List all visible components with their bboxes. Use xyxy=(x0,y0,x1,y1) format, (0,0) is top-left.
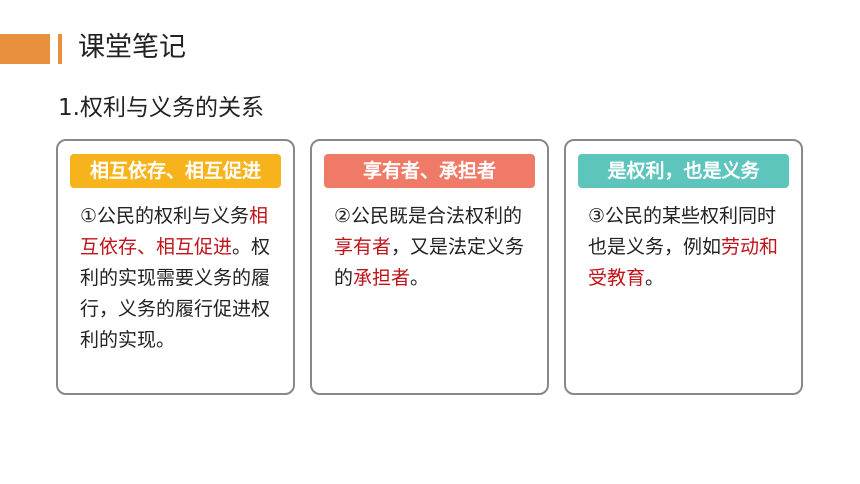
card-text: 。 xyxy=(410,267,430,289)
title-divider xyxy=(58,34,62,64)
card-highlight: 劳动和受教育 xyxy=(588,236,779,289)
card-text: 。 xyxy=(645,267,665,289)
header-accent-bar xyxy=(0,34,50,64)
card-label: 相互依存、相互促进 xyxy=(70,154,281,188)
card-body: ③公民的某些权利同时也是义务，例如劳动和受教育。 xyxy=(588,201,787,294)
card-holder-bearer: 享有者、承担者 ②公民既是合法权利的享有者，又是法定义务的承担者。 xyxy=(310,139,549,395)
card-highlight: 享有者 xyxy=(334,236,392,258)
page-title: 课堂笔记 xyxy=(78,32,186,63)
card-text: ，又是法定义务的 xyxy=(334,236,525,289)
card-text: ①公民的权利与义务 xyxy=(80,205,250,227)
card-text: ③公民的某些权利同时也是义务，例如 xyxy=(588,205,777,258)
card-highlight: 相互依存、相互促进 xyxy=(80,205,269,258)
card-text: ②公民既是合法权利的 xyxy=(334,205,523,227)
section-heading: 1.权利与义务的关系 xyxy=(58,95,264,121)
card-label: 是权利，也是义务 xyxy=(578,154,789,188)
card-interdependence: 相互依存、相互促进 ①公民的权利与义务相互依存、相互促进。权利的实现需要义务的履… xyxy=(56,139,295,395)
card-body: ②公民既是合法权利的享有者，又是法定义务的承担者。 xyxy=(334,201,533,294)
card-body: ①公民的权利与义务相互依存、相互促进。权利的实现需要义务的履行，义务的履行促进权… xyxy=(80,201,279,356)
card-highlight: 承担者 xyxy=(353,267,411,289)
card-text: 。权利的实现需要义务的履行，义务的履行促进权利的实现。 xyxy=(80,236,271,351)
card-right-and-duty: 是权利，也是义务 ③公民的某些权利同时也是义务，例如劳动和受教育。 xyxy=(564,139,803,395)
card-label: 享有者、承担者 xyxy=(324,154,535,188)
